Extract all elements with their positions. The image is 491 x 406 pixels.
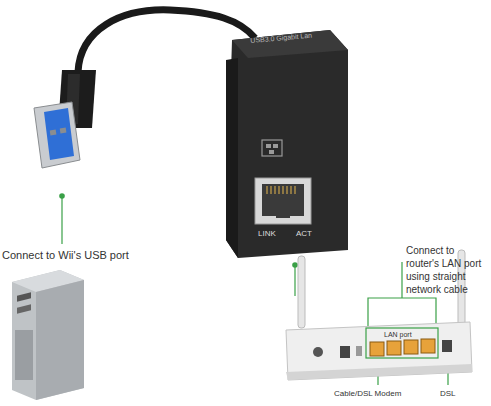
rj45-port	[255, 178, 311, 224]
leader-dot	[59, 193, 65, 199]
callout-text: Connect to router's LAN port using strai…	[406, 244, 490, 296]
port-label: Cable/DSL Modem	[334, 388, 424, 399]
usb-plug	[34, 70, 96, 168]
lan-port-bracket	[366, 328, 438, 358]
network-icon	[262, 140, 282, 156]
port-label: LINK	[258, 228, 288, 239]
callout-text: Connect to Wii's USB port	[2, 248, 162, 262]
ethernet-adapter	[226, 30, 348, 258]
leader-dot	[292, 262, 298, 268]
port-label: DSL	[440, 388, 470, 399]
pc-tower	[12, 270, 84, 400]
port-label: ACT	[296, 228, 326, 239]
router	[286, 250, 472, 380]
port-label: LAN port	[384, 330, 434, 340]
